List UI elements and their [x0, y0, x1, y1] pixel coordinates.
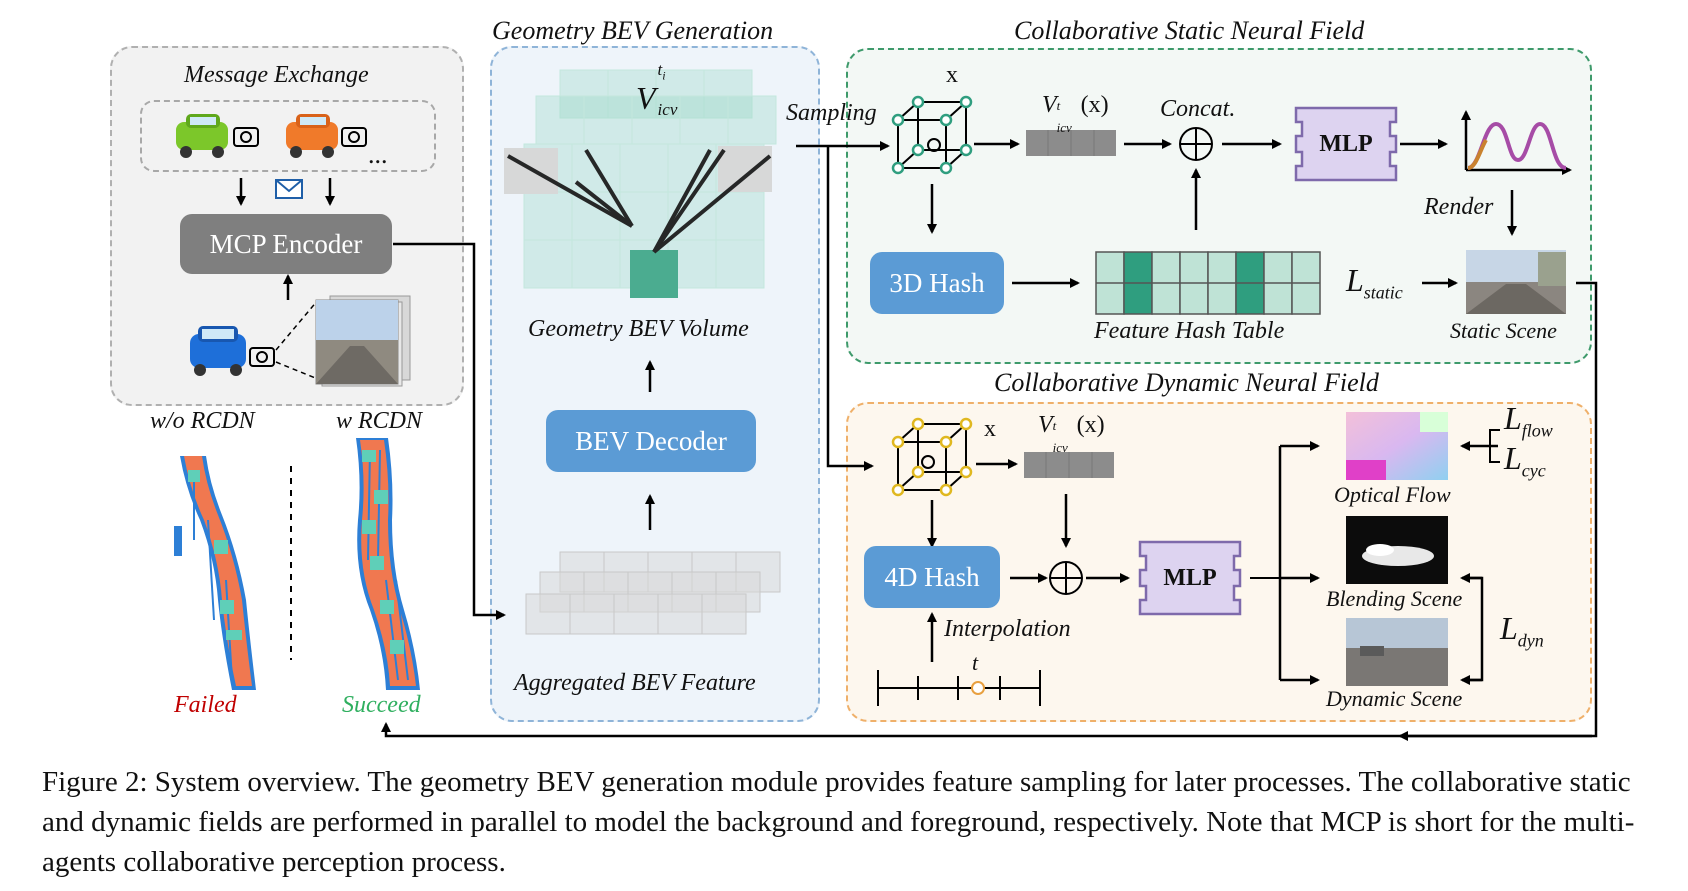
- sample-cube-static: [891, 95, 973, 175]
- caption-text: System overview. The geometry BEV genera…: [42, 766, 1635, 878]
- dynamic-field-title: Collaborative Dynamic Neural Field: [994, 368, 1379, 397]
- vx-label-static: V t icv (x): [1042, 92, 1109, 135]
- timeline: [877, 670, 1041, 706]
- aggregated-bev-feature: [525, 551, 781, 635]
- v-superscript: t: [1052, 418, 1057, 433]
- without-rcdn-label: w/o RCDN: [150, 408, 255, 434]
- hash-3d-block: 3D Hash: [870, 252, 1004, 314]
- l-subscript: cyc: [1521, 460, 1546, 481]
- v-superscript: t: [657, 60, 663, 79]
- render-label: Render: [1424, 194, 1494, 220]
- mlp-label: MLP: [1319, 130, 1373, 157]
- x-label-static: x: [946, 62, 958, 88]
- geometry-bev-volume-label: Geometry BEV Volume: [528, 316, 749, 342]
- feature-vector-static: [1026, 130, 1116, 156]
- camera-icon: [249, 347, 275, 367]
- failed-label: Failed: [174, 692, 237, 718]
- density-curve-icon: [1461, 110, 1572, 175]
- dynamic-scene-image: [1346, 618, 1448, 686]
- optical-flow-image: [1346, 412, 1448, 480]
- l-subscript: flow: [1521, 420, 1553, 441]
- v-symbol: V: [1038, 412, 1053, 438]
- sample-cube-dynamic: [891, 417, 973, 497]
- l-subscript: dyn: [1517, 630, 1544, 651]
- geometry-bev-volume: [504, 69, 777, 298]
- static-scene-image: [1466, 250, 1566, 314]
- l-symbol: L: [1346, 262, 1364, 298]
- l-cyc-label: Lcyc: [1504, 440, 1546, 481]
- message-exchange-title: Message Exchange: [184, 62, 369, 88]
- orange-car-icon: [286, 114, 338, 158]
- succeed-road-map: [356, 438, 420, 690]
- mcp-encoder-block: MCP Encoder: [180, 214, 392, 274]
- feature-hash-table-label: Feature Hash Table: [1094, 318, 1285, 344]
- caption-prefix: Figure 2:: [42, 766, 148, 798]
- feature-hash-table: [1095, 251, 1321, 315]
- optical-flow-label: Optical Flow: [1334, 482, 1451, 507]
- l-subscript: static: [1363, 282, 1403, 303]
- v-subscript: icv: [657, 100, 678, 119]
- with-rcdn-label: w RCDN: [336, 408, 423, 434]
- l-symbol: L: [1500, 610, 1518, 646]
- blue-car-icon: [190, 326, 246, 376]
- mlp-label: MLP: [1163, 564, 1217, 591]
- blending-scene-label: Blending Scene: [1326, 586, 1463, 611]
- concat-plus-icon: [1179, 127, 1213, 161]
- feature-vector-dynamic: [1024, 452, 1114, 478]
- l-symbol: L: [1504, 400, 1522, 436]
- mlp-dynamic: MLP: [1138, 540, 1242, 616]
- v-icv-symbol: V ti icv: [636, 60, 677, 119]
- v-subscript: icv: [1056, 120, 1072, 135]
- blending-scene-image: [1346, 516, 1448, 584]
- l-flow-label: Lflow: [1504, 400, 1553, 441]
- envelope-icon: [275, 179, 303, 199]
- add-plus-icon: [1049, 561, 1083, 595]
- l-symbol: L: [1504, 440, 1522, 476]
- v-symbol: V: [1042, 92, 1057, 118]
- camera-icon: [233, 127, 259, 147]
- static-scene-label: Static Scene: [1450, 318, 1557, 343]
- failed-road-map: [174, 456, 256, 690]
- v-superscript-sub: i: [662, 68, 666, 83]
- figure-caption: Figure 2: System overview. The geometry …: [42, 762, 1662, 882]
- dynamic-scene-label: Dynamic Scene: [1326, 686, 1463, 711]
- ellipsis: ...: [368, 140, 388, 169]
- l-dyn-label: Ldyn: [1500, 610, 1544, 651]
- green-car-icon: [176, 114, 228, 158]
- bev-decoder-block: BEV Decoder: [546, 410, 756, 472]
- v-symbol: V: [636, 80, 656, 116]
- sampling-label: Sampling: [786, 100, 877, 126]
- succeed-label: Succeed: [342, 692, 421, 718]
- v-superscript: t: [1056, 98, 1061, 113]
- v-subscript: icv: [1052, 440, 1068, 455]
- vx-suffix: (x): [1076, 412, 1105, 438]
- static-field-title: Collaborative Static Neural Field: [1014, 16, 1365, 45]
- l-static-label: Lstatic: [1346, 262, 1403, 303]
- camera-icon: [341, 127, 367, 147]
- vx-suffix: (x): [1080, 92, 1109, 118]
- vx-label-dynamic: V t icv (x): [1038, 412, 1105, 455]
- x-label-dynamic: x: [984, 416, 996, 442]
- vehicle-group-box: [140, 100, 436, 172]
- hash-4d-block: 4D Hash: [864, 546, 1000, 608]
- aggregated-bev-feature-label: Aggregated BEV Feature: [514, 670, 756, 696]
- interpolation-label: Interpolation: [944, 616, 1071, 642]
- geometry-bev-title: Geometry BEV Generation: [492, 16, 774, 45]
- t-label: t: [972, 650, 979, 675]
- concat-label: Concat.: [1160, 96, 1236, 122]
- camera-image-stack: [315, 295, 411, 387]
- mlp-static: MLP: [1294, 106, 1398, 182]
